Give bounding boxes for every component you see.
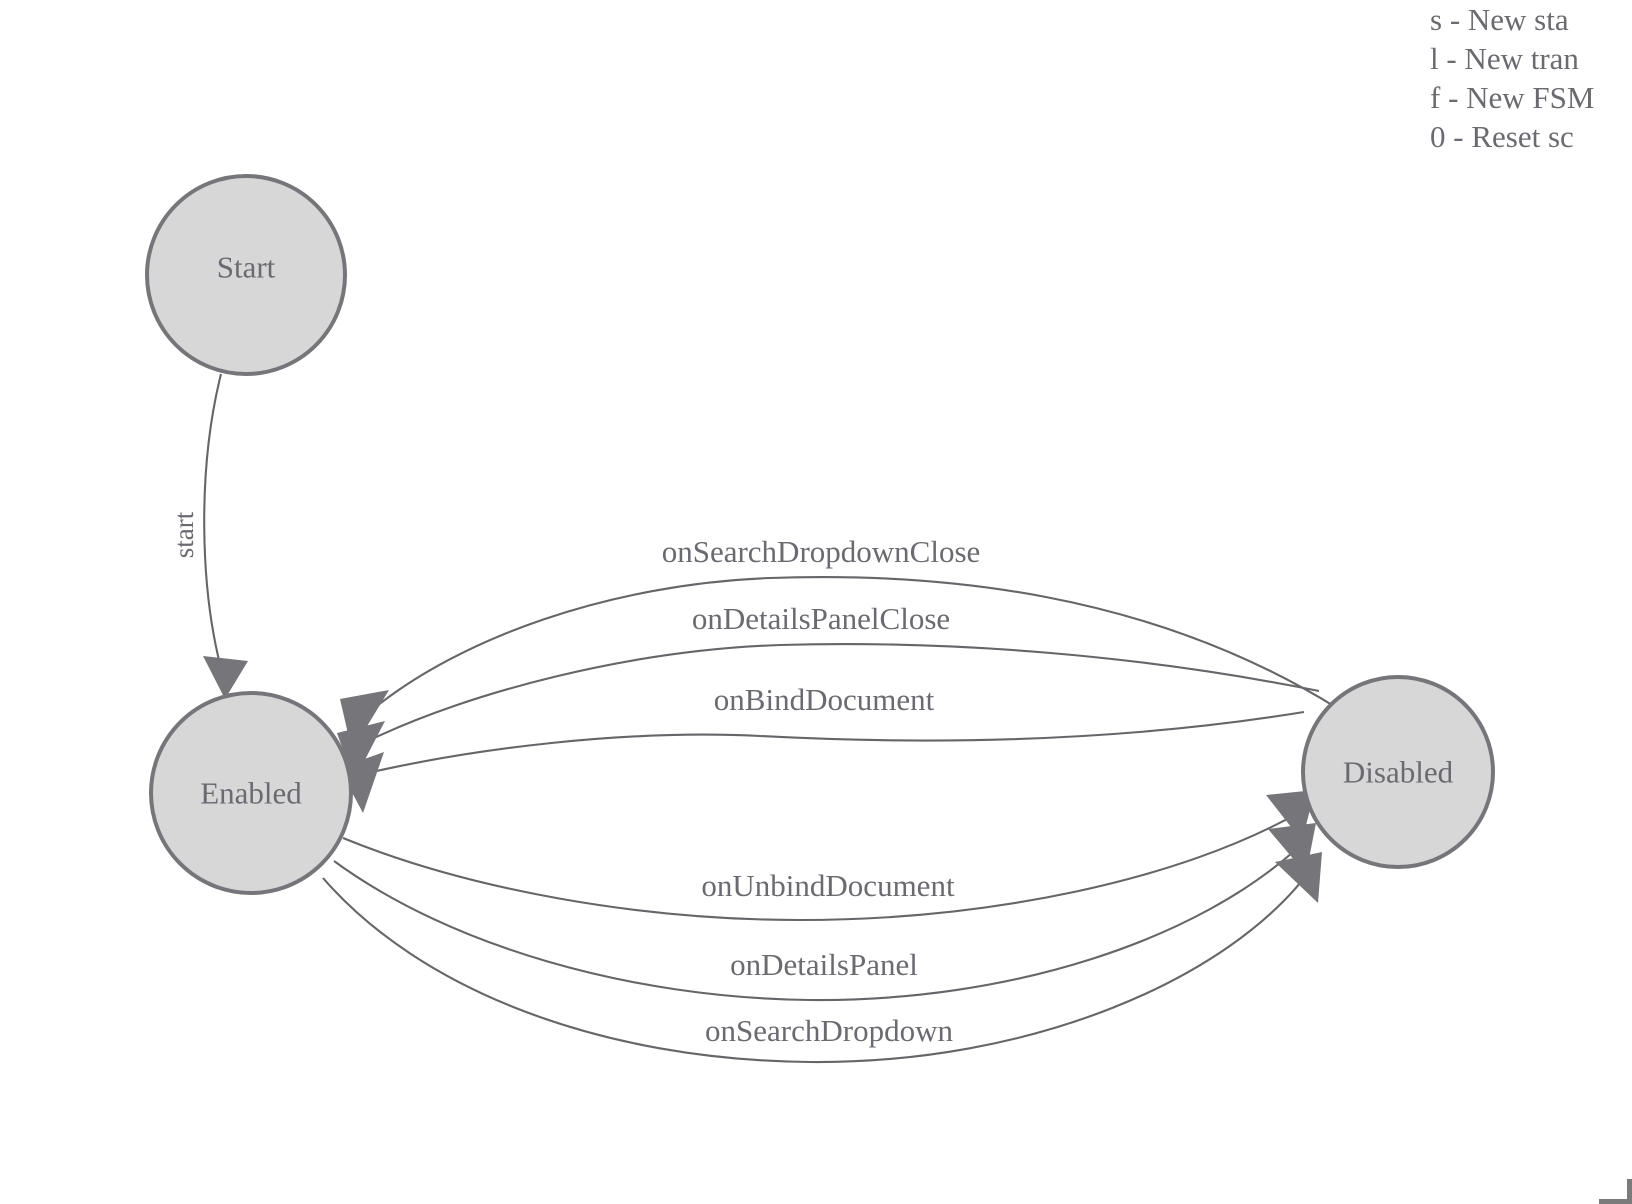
edge-label-layer: onSearchDropdownClose onDetailsPanelClos… (662, 534, 981, 1048)
edge-search-dropdown-path[interactable] (322, 867, 1313, 1064)
edge-search-dropdown-arrowhead (1275, 852, 1322, 903)
node-disabled[interactable]: Disabled (1301, 675, 1495, 869)
edge-label-details-panel: onDetailsPanel (730, 947, 918, 982)
edge-search-dropdown-close-path[interactable] (371, 576, 1338, 711)
node-layer: Start Enabled Disabled (145, 174, 1495, 895)
edge-label-search-dropdown-close: onSearchDropdownClose (662, 534, 981, 569)
edge-details-panel-path[interactable] (333, 842, 1304, 1002)
edge-start-path[interactable] (203, 373, 224, 673)
edge-label-search-dropdown: onSearchDropdown (705, 1013, 953, 1048)
edge-start-arrowhead (203, 656, 248, 699)
edge-search-dropdown[interactable] (322, 852, 1322, 1064)
edge-unbind-document-path[interactable] (342, 811, 1301, 922)
edge-layer: start (169, 373, 1338, 1064)
node-start[interactable]: Start (145, 174, 347, 376)
node-disabled-label: Disabled (1343, 755, 1454, 790)
node-disabled-circle[interactable] (1301, 675, 1495, 869)
node-enabled-circle[interactable] (149, 691, 353, 895)
node-enabled[interactable]: Enabled (149, 691, 353, 895)
edge-label-details-panel-close: onDetailsPanelClose (692, 601, 950, 636)
edge-bind-document[interactable] (339, 710, 1305, 813)
node-enabled-label: Enabled (200, 776, 302, 811)
node-start-circle[interactable] (145, 174, 347, 376)
edge-details-panel-close-path[interactable] (369, 643, 1320, 741)
resize-corner-handle[interactable] (1599, 1179, 1632, 1204)
edge-bind-document-arrowhead (339, 752, 384, 813)
edge-label-bind-document: onBindDocument (714, 682, 935, 717)
edge-bind-document-path[interactable] (371, 710, 1305, 774)
edge-start-label: start (169, 511, 199, 558)
edge-start[interactable]: start (169, 373, 248, 699)
edge-label-unbind-document: onUnbindDocument (701, 868, 955, 903)
node-start-label: Start (217, 250, 276, 285)
